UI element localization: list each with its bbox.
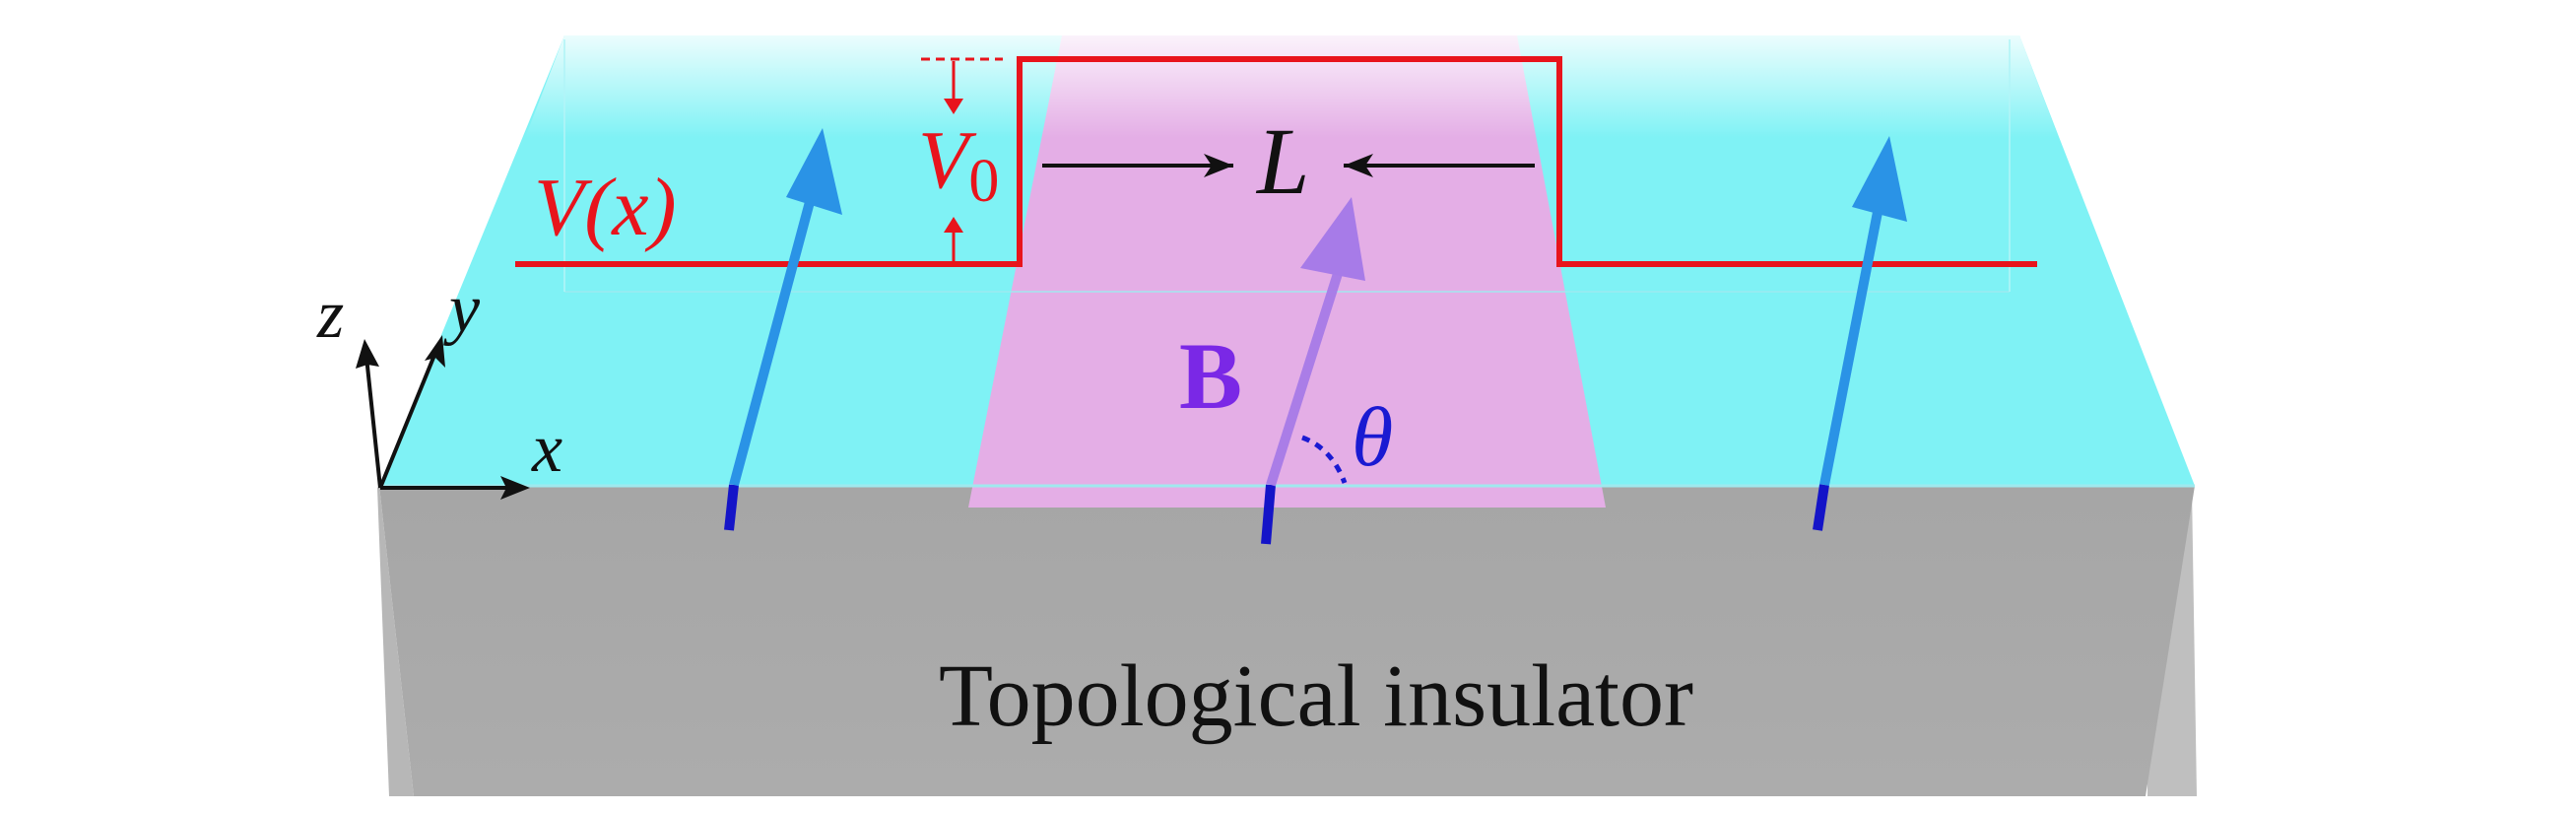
angle-label: θ: [1352, 389, 1393, 484]
barrier-height-subscript: 0: [968, 148, 999, 215]
slab: [377, 35, 2197, 796]
barrier-height-symbol: V: [918, 114, 977, 206]
field-arrow: [1261, 197, 1365, 545]
axis-x-head: [500, 476, 530, 500]
axis-y-label: y: [443, 271, 481, 347]
axis-z-arrow: [364, 356, 382, 489]
surface-top-fade: [525, 35, 2059, 138]
axis-y-arrow: [378, 352, 437, 489]
material-label: Topological insulator: [939, 647, 1693, 745]
potential-label: V(x): [534, 162, 677, 253]
spin-arrow-right: [1813, 136, 1907, 531]
potential-profile: [515, 56, 2037, 267]
axis-x-label: x: [531, 411, 562, 487]
slab-front-face: [379, 486, 2195, 796]
barrier-height-label: V0: [918, 114, 999, 215]
barrier-width-label: L: [1255, 108, 1309, 214]
barrier-region: [968, 35, 1606, 508]
v0-arrow-top-head: [944, 99, 963, 114]
l-arrow-left-head: [1204, 154, 1233, 177]
slab-left-face: [377, 486, 414, 796]
potential-line: [515, 56, 2037, 267]
axis-z-label: z: [316, 277, 344, 353]
axis-z-head: [356, 339, 379, 369]
axis-y-head: [425, 335, 445, 368]
field-label: B: [1179, 323, 1242, 429]
coordinate-axes: [356, 335, 530, 500]
spin-arrow-left: [724, 128, 842, 531]
angle-arc: [1301, 435, 1348, 484]
v0-arrow-bottom-head: [944, 217, 963, 233]
l-arrow-right-head: [1344, 154, 1373, 177]
width-indicator: [1042, 154, 1535, 177]
